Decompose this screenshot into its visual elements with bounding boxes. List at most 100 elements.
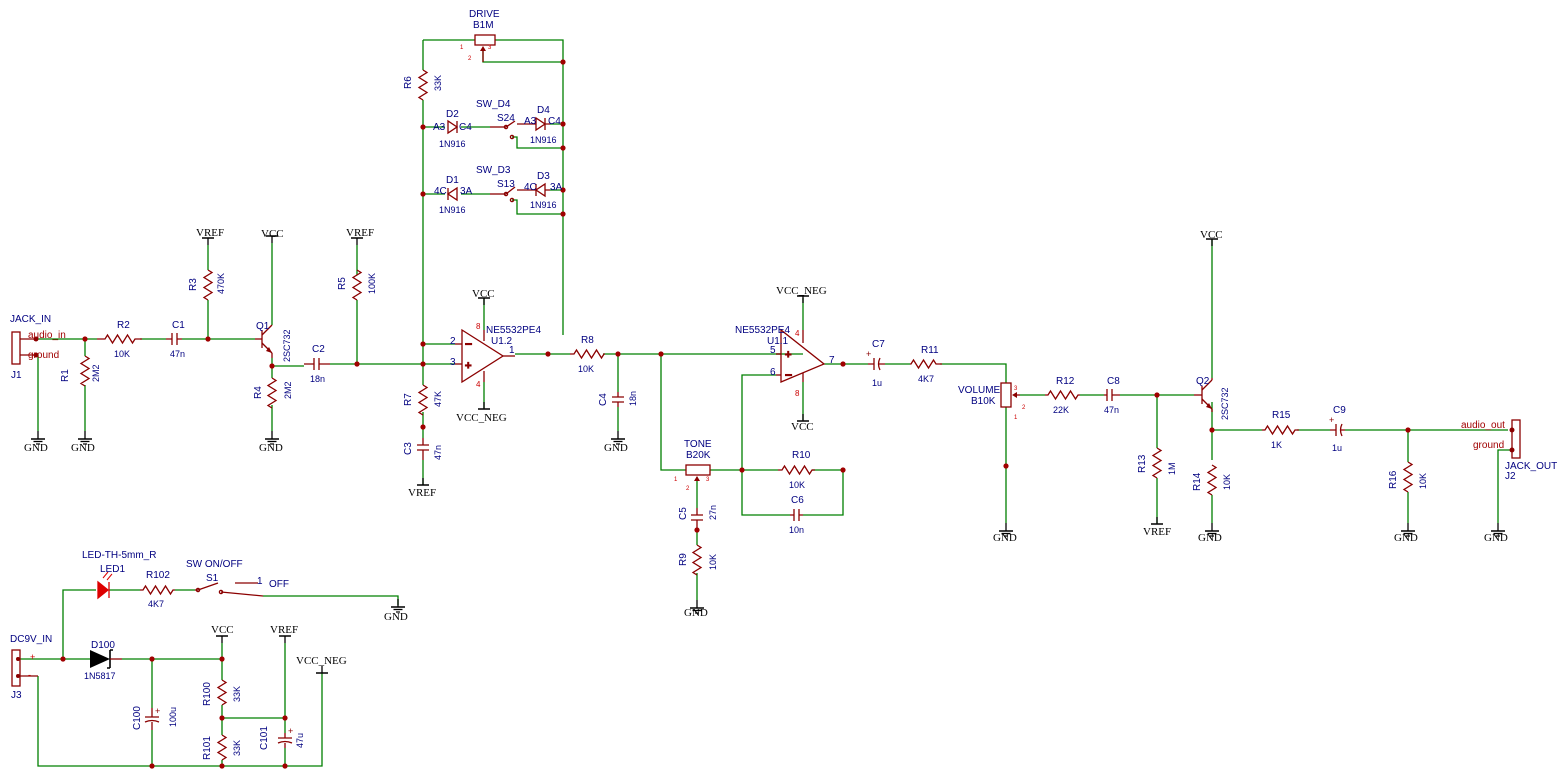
c7-val: 1u xyxy=(872,378,882,388)
u1-1-val: NE5532PE4 xyxy=(735,325,790,336)
c8-ref: C8 xyxy=(1107,376,1120,387)
gnd-label: GND xyxy=(71,442,95,454)
drive-pot-symbol xyxy=(474,34,496,62)
q2-ref: Q2 xyxy=(1196,376,1210,387)
j3-label: J3 xyxy=(11,690,22,701)
c100-ref: C100 xyxy=(132,706,143,730)
r14-val: 10K xyxy=(1222,474,1232,490)
r13-ref: R13 xyxy=(1137,454,1148,473)
tone-pin2: 2 xyxy=(686,486,690,492)
r100-val: 33K xyxy=(232,686,242,702)
vref-label: VREF xyxy=(408,487,436,499)
vcc-neg-label: VCC_NEG xyxy=(296,655,347,667)
jack-in-label: JACK_IN xyxy=(10,314,51,325)
vcc-neg-label: VCC_NEG xyxy=(776,285,827,297)
tone-ref: TONE xyxy=(684,439,712,450)
q1-val: 2SC732 xyxy=(282,329,292,362)
c101-ref: C101 xyxy=(259,726,270,750)
u1-2-pin-vee: 4 xyxy=(476,380,481,389)
r4-val: 2M2 xyxy=(283,381,293,399)
vcc-neg-label: VCC_NEG xyxy=(456,412,507,424)
r5-ref: R5 xyxy=(337,277,348,290)
s1-state: OFF xyxy=(269,579,289,590)
r7-val: 47K xyxy=(433,391,443,407)
s1-pin: 1 xyxy=(257,576,263,587)
gnd-label: GND xyxy=(259,442,283,454)
c3-ref: C3 xyxy=(403,442,414,455)
c9-ref: C9 xyxy=(1333,405,1346,416)
dc-minus-label: - xyxy=(28,670,31,680)
svg-text:+: + xyxy=(155,706,160,716)
r12-val: 22K xyxy=(1053,405,1069,415)
gnd-label: GND xyxy=(1394,532,1418,544)
gnd-symbols xyxy=(30,430,1506,614)
r8-ref: R8 xyxy=(581,335,594,346)
r15-val: 1K xyxy=(1271,440,1282,450)
polarity-marks: + + + + xyxy=(155,349,1334,736)
d1-val: 1N916 xyxy=(439,205,466,215)
junctions xyxy=(60,59,1411,769)
r6-val: 33K xyxy=(433,75,443,91)
s13-label: S13 xyxy=(497,179,515,190)
svg-text:−: − xyxy=(785,368,792,382)
d2-val: 1N916 xyxy=(439,139,466,149)
c1-val: 47n xyxy=(170,349,185,359)
r3-ref: R3 xyxy=(188,278,199,291)
r10-ref: R10 xyxy=(792,450,811,461)
resistor-symbols xyxy=(79,69,1414,761)
u1-1-ref: U1.1 xyxy=(767,336,789,347)
gnd-label: GND xyxy=(993,532,1017,544)
vcc-label: VCC xyxy=(1200,229,1223,241)
r10-val: 10K xyxy=(789,480,805,490)
d2-ref: D2 xyxy=(446,109,459,120)
r1-val: 2M2 xyxy=(91,364,101,382)
c7-ref: C7 xyxy=(872,339,885,350)
component-labels: JACK_IN J1 audio_in ground audio_out gro… xyxy=(10,9,1557,760)
d4-ref: D4 xyxy=(537,105,550,116)
s1-ref: SW ON/OFF xyxy=(186,559,243,570)
d4-anode: A3 xyxy=(524,116,537,127)
volume-pin3: 3 xyxy=(1014,386,1018,392)
net-labels: GND GND GND GND GND GND GND GND GND GND … xyxy=(24,227,1508,667)
vref-label: VREF xyxy=(1143,526,1171,538)
svg-text:+: + xyxy=(465,360,471,372)
r11-ref: R11 xyxy=(921,345,939,356)
c9-val: 1u xyxy=(1332,443,1342,453)
c101-val: 47u xyxy=(295,733,305,748)
s24-label: S24 xyxy=(497,113,515,124)
d1-ref: D1 xyxy=(446,175,459,186)
r1-ref: R1 xyxy=(60,369,71,382)
wires xyxy=(18,39,1512,767)
u1-2-opamp-symbol: − + xyxy=(455,328,515,384)
dc-in-label: DC9V_IN xyxy=(10,634,52,645)
r16-ref: R16 xyxy=(1388,470,1399,489)
d100-val: 1N5817 xyxy=(84,671,116,681)
d2-cathode: C4 xyxy=(459,122,472,133)
u1-1-opamp-symbol: + − xyxy=(776,328,826,383)
j2-label: J2 xyxy=(1505,471,1516,482)
c1-ref: C1 xyxy=(172,320,185,331)
audio-in-pin-label: audio_in xyxy=(28,330,66,341)
capacitor-symbols xyxy=(144,333,1345,748)
r4-ref: R4 xyxy=(253,386,264,399)
d3-val: 1N916 xyxy=(530,200,557,210)
gnd-label: GND xyxy=(604,442,628,454)
led1-val: LED-TH-5mm_R xyxy=(82,550,156,561)
led1-symbol xyxy=(97,571,113,600)
r101-ref: R101 xyxy=(202,736,213,760)
r100-ref: R100 xyxy=(202,682,213,706)
d4-val: 1N916 xyxy=(530,135,557,145)
r102-val: 4K7 xyxy=(148,599,164,609)
q2-val: 2SC732 xyxy=(1220,387,1230,420)
r16-val: 10K xyxy=(1418,473,1428,489)
svg-text:+: + xyxy=(288,726,293,736)
switch-symbols xyxy=(195,120,516,597)
audio-out-pin-label: audio_out xyxy=(1461,420,1505,431)
dc-plus-label: + xyxy=(30,652,35,662)
vref-label: VREF xyxy=(346,227,374,239)
u1-2-pin-out: 1 xyxy=(509,345,515,356)
d1-anode: 4C xyxy=(434,186,447,197)
c6-ref: C6 xyxy=(791,495,804,506)
tone-val: B20K xyxy=(686,450,711,461)
